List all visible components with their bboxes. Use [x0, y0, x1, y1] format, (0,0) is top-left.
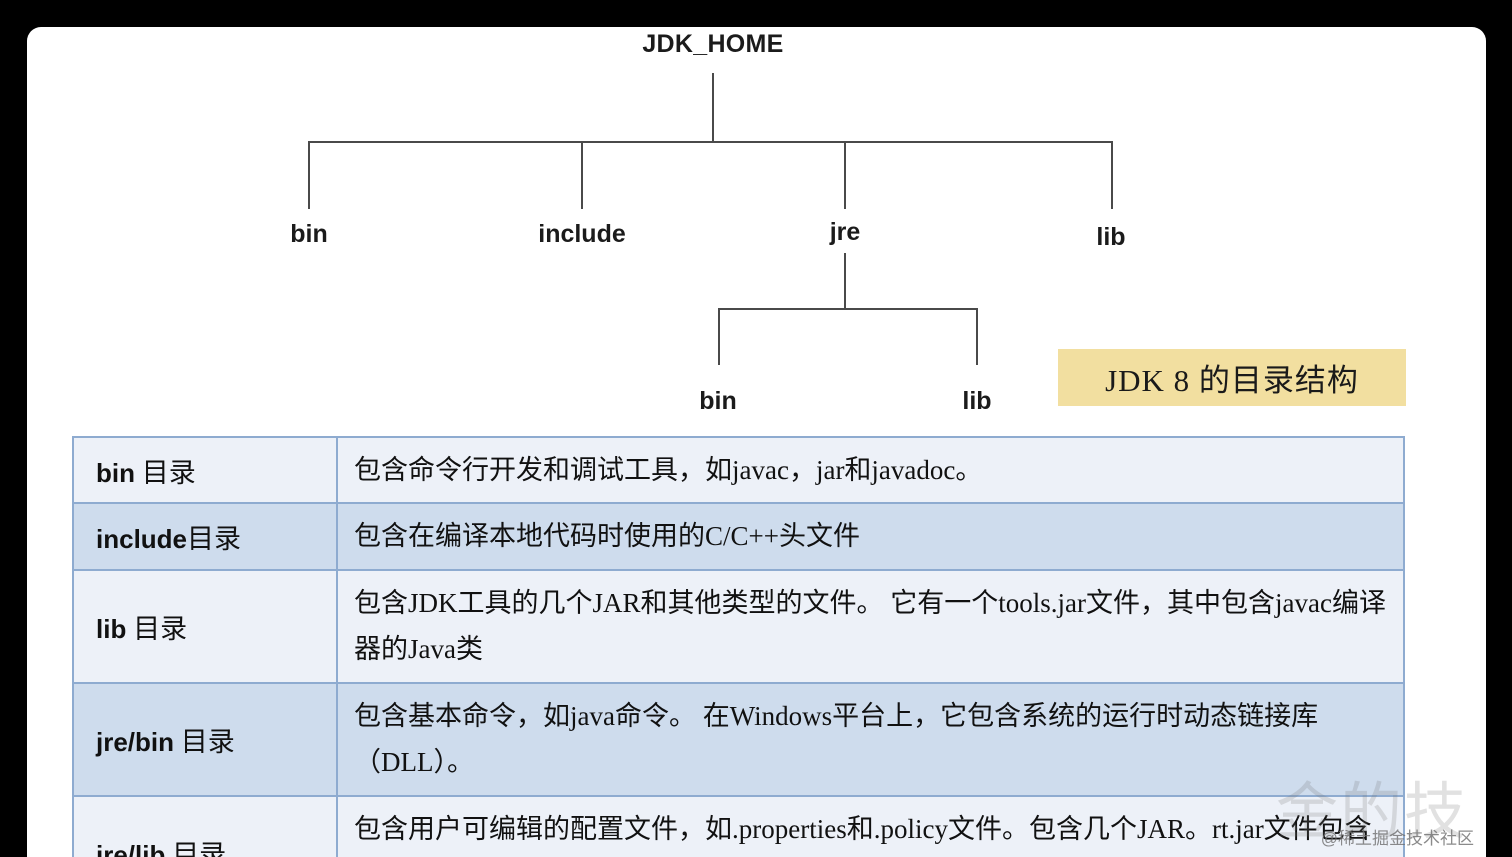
table-cell-key: jre/bin 目录 — [72, 681, 338, 797]
tree-edge-drop-jre — [844, 141, 846, 209]
table-row: lib 目录 包含JDK工具的几个JAR和其他类型的文件。 它有一个tools.… — [72, 568, 1405, 684]
key-suffix-text: 目录 — [135, 457, 196, 488]
table-cell-key: jre/lib 目录 — [72, 794, 338, 857]
tree-node-jdk-home: JDK_HOME — [642, 30, 784, 58]
table-cell-value: 包含基本命令，如java命令。 在Windows平台上，它包含系统的运行时动态链… — [336, 681, 1405, 797]
tree-node-bin: bin — [290, 220, 328, 248]
tree-edge-drop-jre-lib — [976, 308, 978, 365]
tree-edge-drop-lib — [1111, 141, 1113, 209]
directory-description-table: bin 目录 包含命令行开发和调试工具，如javac，jar和javadoc。 … — [72, 435, 1405, 857]
key-suffix-text: 目录 — [126, 613, 188, 644]
tree-edge-level2-bar — [718, 308, 977, 310]
table-cell-key: bin 目录 — [72, 435, 338, 505]
table-cell-key: lib 目录 — [72, 568, 338, 684]
tree-edge-drop-include — [581, 141, 583, 209]
key-suffix-text: 目录 — [174, 726, 235, 757]
table-row: include目录 包含在编译本地代码时使用的C/C++头文件 — [72, 502, 1405, 571]
table-cell-value: 包含JDK工具的几个JAR和其他类型的文件。 它有一个tools.jar文件，其… — [336, 568, 1405, 684]
key-bold-text: lib — [96, 613, 127, 644]
content-card: JDK_HOME bin include jre lib bin lib JDK… — [27, 27, 1486, 857]
jdk-directory-tree: JDK_HOME bin include jre lib bin lib — [27, 27, 1486, 422]
diagram-title-chip: JDK 8 的目录结构 — [1058, 349, 1406, 406]
table-cell-value: 包含用户可编辑的配置文件，如.properties和.policy文件。包含几个… — [336, 794, 1405, 857]
key-suffix-text: 目录 — [165, 839, 227, 857]
tree-edge-drop-jre-bin — [718, 308, 720, 365]
diagram-title-text: JDK 8 的目录结构 — [1105, 363, 1359, 398]
tree-edge-level1-bar — [308, 141, 1113, 143]
tree-node-jre: jre — [829, 218, 861, 246]
table-cell-value: 包含在编译本地代码时使用的C/C++头文件 — [336, 502, 1405, 571]
tree-edge-jre-stem — [844, 253, 846, 309]
tree-edge-root-stem — [712, 73, 714, 142]
table-row: jre/bin 目录 包含基本命令，如java命令。 在Windows平台上，它… — [72, 681, 1405, 797]
table-cell-value: 包含命令行开发和调试工具，如javac，jar和javadoc。 — [336, 435, 1405, 505]
tree-edge-drop-bin — [308, 141, 310, 209]
table-row: bin 目录 包含命令行开发和调试工具，如javac，jar和javadoc。 — [72, 435, 1405, 505]
table-row: jre/lib 目录 包含用户可编辑的配置文件，如.properties和.po… — [72, 794, 1405, 857]
tree-node-jre-lib: lib — [962, 387, 992, 415]
key-bold-text: jre/bin — [96, 726, 175, 757]
table-cell-key: include目录 — [72, 502, 338, 571]
tree-node-lib: lib — [1096, 223, 1126, 251]
tree-node-jre-bin: bin — [699, 387, 737, 415]
tree-node-include: include — [538, 220, 626, 248]
key-bold-text: include — [96, 524, 188, 555]
key-bold-text: jre/lib — [96, 839, 166, 857]
key-suffix-text: 目录 — [187, 524, 242, 555]
key-bold-text: bin — [96, 457, 135, 488]
